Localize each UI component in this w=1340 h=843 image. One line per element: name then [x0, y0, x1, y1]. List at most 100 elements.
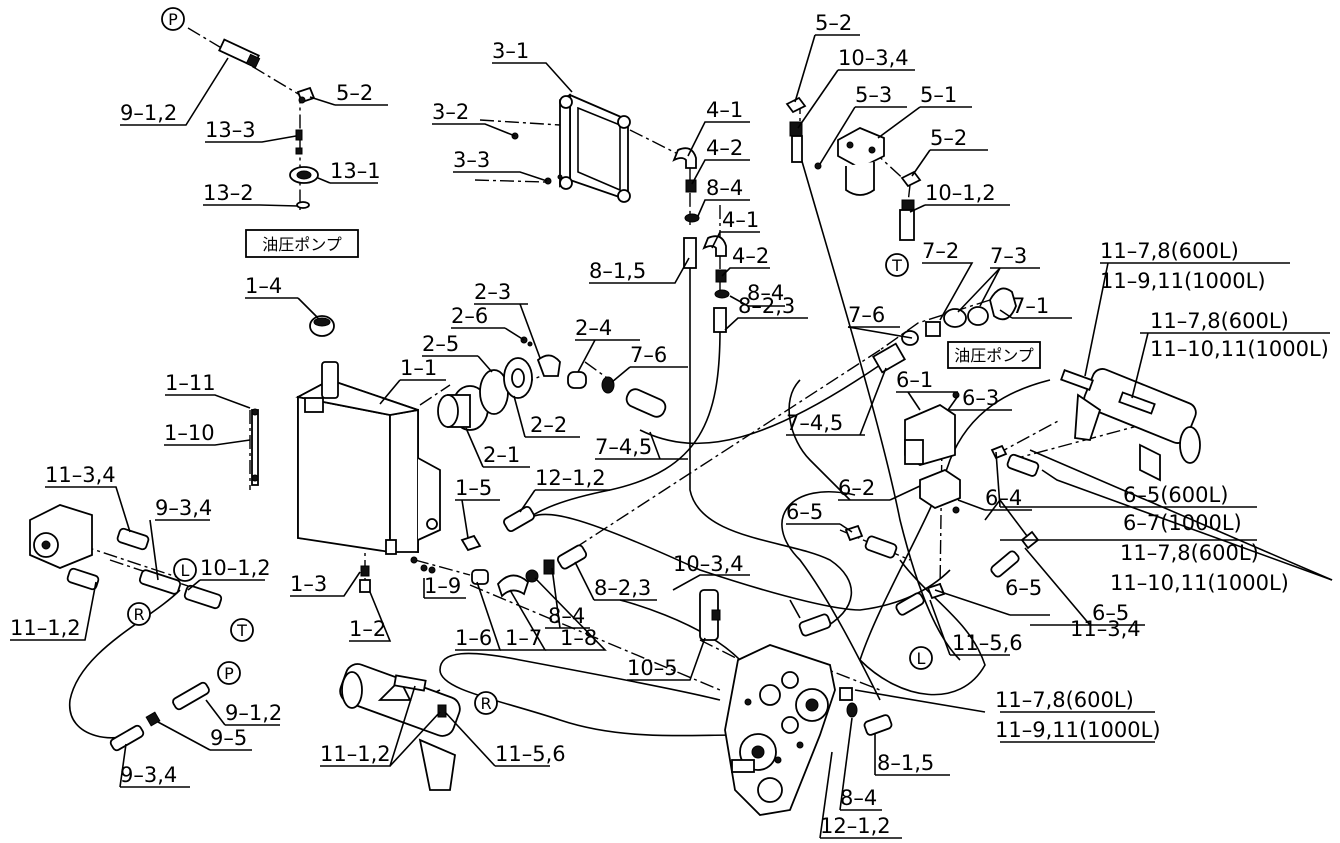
callout-6-1: 6–1	[896, 368, 933, 392]
callout-4-2-a: 4–2	[706, 136, 743, 160]
callout-11-7-8-d: 11–7,8(600L)	[995, 688, 1134, 712]
callout-11-1-2-a: 11–1,2	[10, 616, 81, 640]
callout-6-2: 6–2	[838, 476, 875, 500]
callout-11-10-11-b: 11–10,11(1000L)	[1110, 571, 1289, 595]
callout-10-1-2-a: 10–1,2	[925, 181, 996, 205]
callout-8-4-a: 8–4	[706, 176, 743, 200]
callout-2-2: 2–2	[530, 413, 567, 437]
callout-11-10-11-a: 11–10,11(1000L)	[1150, 337, 1329, 361]
callout-9-3-4-a: 9–3,4	[155, 496, 212, 520]
marker-L-right: L	[917, 649, 926, 668]
return-filter	[785, 96, 922, 241]
callout-11-7-8-c: 11–7,8(600L)	[1120, 541, 1259, 565]
callout-7-6-b: 7–6	[630, 343, 667, 367]
callout-13-1: 13–1	[330, 159, 381, 183]
callout-6-3: 6–3	[962, 386, 999, 410]
callout-8-2-3-b: 8–2,3	[594, 576, 651, 600]
marker-T-upper: T	[891, 256, 902, 275]
pump-fittings-right	[872, 287, 1017, 374]
callout-11-9-11-a: 11–9,11(1000L)	[1100, 269, 1266, 293]
lift-cylinder-bottom	[339, 663, 461, 791]
oil-cooler	[511, 93, 631, 203]
callout-10-5: 10–5	[627, 656, 678, 680]
callout-1-6: 1–6	[455, 626, 492, 650]
callout-4-2-b: 4–2	[732, 244, 769, 268]
callout-3-2: 3–2	[432, 100, 469, 124]
callout-11-9-11-b: 11–9,11(1000L)	[995, 718, 1161, 742]
callout-6-5-600L: 6–5(600L)	[1123, 483, 1228, 507]
callout-12-1-2-a: 12–1,2	[535, 466, 606, 490]
callout-2-3: 2–3	[474, 280, 511, 304]
callout-5-2-c: 5–2	[930, 126, 967, 150]
callout-2-4: 2–4	[575, 316, 612, 340]
circle-markers	[127, 7, 933, 715]
callout-8-4-d: 8–4	[840, 786, 877, 810]
callout-1-3: 1–3	[290, 572, 327, 596]
callout-10-3-4-a: 10–3,4	[838, 46, 909, 70]
callout-8-4-b: 8–4	[747, 281, 784, 305]
callout-11-5-6-b: 11–5,6	[495, 742, 566, 766]
callout-11-1-2-b: 11–1,2	[320, 742, 391, 766]
callout-11-3-4-b: 11–3,4	[1070, 617, 1141, 641]
bottom-left-line	[109, 681, 210, 752]
tank-outlet-fittings	[460, 506, 588, 598]
direction-valve	[904, 391, 1040, 514]
callout-6-5-c: 6–5	[1092, 601, 1129, 625]
callout-labels: 9–1,2 5–2 13–3 13–1 13–2 3–1 3–2 3–3 4–1…	[10, 11, 1329, 838]
marker-T-left: T	[236, 621, 247, 640]
callout-1-8: 1–8	[560, 626, 597, 650]
callout-7-2: 7–2	[922, 239, 959, 263]
callout-4-1-a: 4–1	[706, 98, 743, 122]
callout-1-7: 1–7	[505, 626, 542, 650]
main-pump-assembly	[699, 589, 893, 816]
callout-8-4-c: 8–4	[548, 604, 585, 628]
callout-1-4: 1–4	[245, 274, 282, 298]
callout-12-1-2-b: 12–1,2	[820, 814, 891, 838]
pump-caption-left: 油圧ポンプ	[262, 235, 342, 254]
callout-7-1: 7–1	[1012, 294, 1049, 318]
callout-11-7-8-b: 11–7,8(600L)	[1150, 309, 1289, 333]
callout-1-2: 1–2	[349, 617, 386, 641]
callout-1-9: 1–9	[424, 574, 461, 598]
callout-13-3: 13–3	[205, 118, 256, 142]
callout-11-5-6-a: 11–5,6	[952, 631, 1023, 655]
callout-1-5: 1–5	[455, 476, 492, 500]
pump-caption-right: 油圧ポンプ	[954, 346, 1034, 365]
callout-5-2-b: 5–2	[815, 11, 852, 35]
callout-8-1-5-a: 8–1,5	[589, 259, 646, 283]
callout-9-1-2-a: 9–1,2	[120, 101, 177, 125]
callout-2-5: 2–5	[422, 332, 459, 356]
top-left-fittings	[218, 38, 319, 209]
callout-2-6: 2–6	[451, 304, 488, 328]
marker-L-left: L	[181, 561, 190, 580]
callout-4-1-b: 4–1	[722, 208, 759, 232]
pump-caption-box-right	[947, 341, 1041, 369]
callout-9-3-4-b: 9–3,4	[120, 763, 177, 787]
callout-10-1-2-b: 10–1,2	[200, 556, 271, 580]
callout-7-4-5-b: 7–4,5	[786, 411, 843, 435]
marker-P-bottom: P	[224, 664, 234, 683]
callout-11-7-8-a: 11–7,8(600L)	[1100, 239, 1239, 263]
leader-lines	[10, 34, 1333, 839]
callout-13-2: 13–2	[203, 181, 254, 205]
callout-1-1: 1–1	[400, 356, 437, 380]
callout-5-1: 5–1	[920, 83, 957, 107]
callout-6-5-b: 6–5	[1005, 576, 1042, 600]
callout-2-1: 2–1	[483, 443, 520, 467]
callout-9-5: 9–5	[210, 726, 247, 750]
callout-7-4-5-a: 7–4,5	[595, 435, 652, 459]
marker-R-center: R	[480, 694, 491, 713]
suction-strainer	[437, 336, 667, 431]
marker-R-left: R	[133, 605, 144, 624]
left-motor	[29, 504, 223, 610]
callout-7-3: 7–3	[990, 244, 1027, 268]
lift-cylinder-right	[1060, 368, 1201, 482]
callout-3-1: 3–1	[492, 39, 529, 63]
hydraulic-tank	[295, 315, 441, 593]
callout-8-1-5-b: 8–1,5	[877, 751, 934, 775]
callout-1-11: 1–11	[165, 371, 216, 395]
callout-6-5-a: 6–5	[786, 500, 823, 524]
callout-1-10: 1–10	[164, 421, 215, 445]
pump-caption-box-left	[245, 229, 359, 258]
